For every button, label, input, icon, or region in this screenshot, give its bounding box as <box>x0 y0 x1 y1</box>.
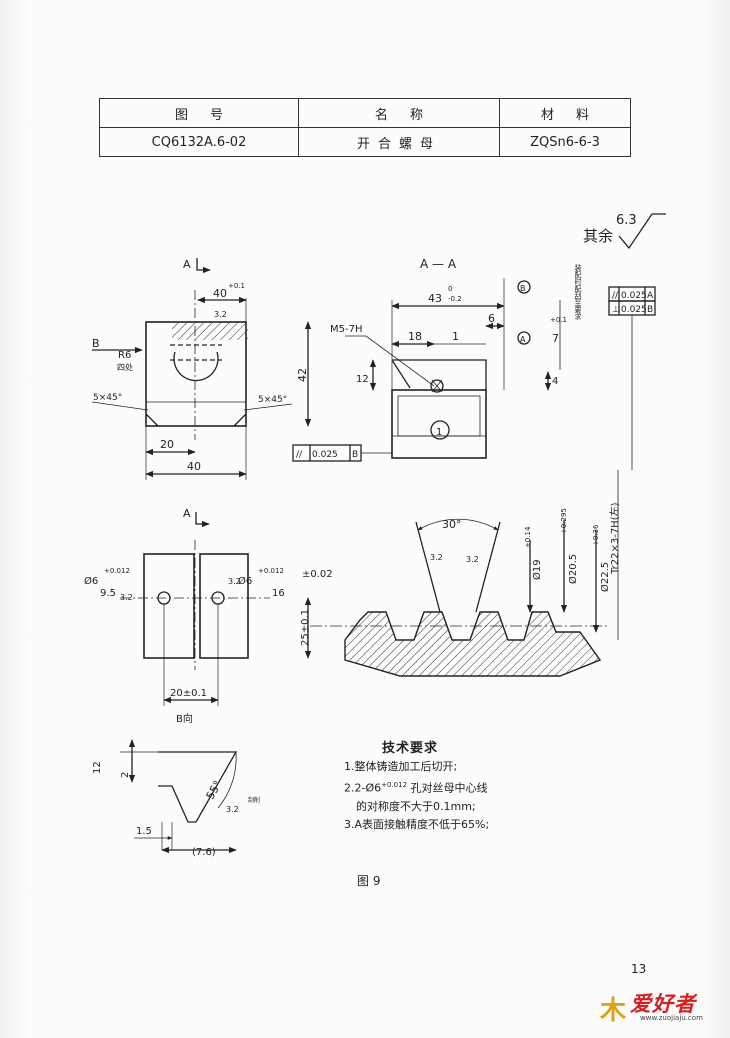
dim-12: 12 <box>356 374 369 385</box>
dim-40-bottom: 40 <box>187 460 201 473</box>
arrow-b-label: B <box>92 337 100 350</box>
dim-7: 7 <box>552 332 559 345</box>
thread-surf-left: 3.2 <box>430 553 443 562</box>
b-direction-view: A Ø6 +0.012 9.5 3.2 Ø6 +0.012 ±0.02 16 3… <box>84 507 333 725</box>
circle-1-label: 1 <box>436 427 442 438</box>
groove-detail: 12 2 55° 3.2 刮削 1.5 (7.6) <box>92 739 260 858</box>
tech-line-2-tol: +0.012 <box>381 781 408 789</box>
dia-225-tol: +0.36 <box>592 524 600 546</box>
groove-surf: 3.2 <box>226 805 239 814</box>
thread-profile: 30° 3.2 3.2 Ø19 +0.14 Ø20.5 +0.295 Ø22.5… <box>310 508 611 677</box>
hole-sink: 9.5 <box>100 588 116 599</box>
dia-225: Ø22.5 <box>599 562 611 592</box>
page-number: 13 <box>631 962 647 976</box>
thread-surf-right: 3.2 <box>466 555 479 564</box>
dim-40-tol: +0.1 <box>228 282 245 290</box>
groove-cut-note: 刮削 <box>248 796 260 804</box>
value-drawing-no: CQ6132A.6-02 <box>99 127 299 157</box>
dia-205: Ø20.5 <box>567 554 579 584</box>
tol-perp-right: 0.025 <box>621 305 647 315</box>
hole-left-dia: Ø6 <box>84 575 98 587</box>
front-surf32: 3.2 <box>214 310 227 319</box>
dim-43-tol-up: 0 <box>448 285 452 293</box>
dim-7-note: 装配时配刮至要求 <box>574 263 582 320</box>
dia-19-tol: +0.14 <box>524 526 532 548</box>
datum-a-circle: A <box>520 335 526 344</box>
surface-finish-symbol-icon: 6.3 <box>616 213 666 250</box>
hole-left-surf: 3.2 <box>120 593 133 602</box>
thread-m5-label: M5-7H <box>330 324 362 335</box>
view-b-label: B向 <box>176 712 193 725</box>
dim-25: 25±0.1 <box>300 609 311 646</box>
surface-finish-label: 其余 <box>583 227 614 245</box>
hole-16: 16 <box>272 588 285 599</box>
section-a-mid: A <box>183 507 191 520</box>
header-name: 名称 <box>298 98 500 128</box>
groove-15: 1.5 <box>136 826 152 837</box>
datum-b-circle: B <box>520 284 526 293</box>
thread-tr-label: Tr22×3-7H(左) <box>608 502 621 575</box>
dim-1: 1 <box>452 330 459 343</box>
tech-line-2a: 2.2-Ø6 <box>344 781 382 795</box>
section-a-top: A <box>183 258 191 271</box>
dim-20-01: 20±0.1 <box>170 688 207 699</box>
svg-text://: // <box>612 291 619 301</box>
dia-19: Ø19 <box>531 559 543 580</box>
logo-url: www.zuojiaju.com <box>640 1014 703 1022</box>
logo-brand: 爱好者 <box>630 992 696 1016</box>
value-material: ZQSn6-6-3 <box>499 127 631 157</box>
dim-18: 18 <box>408 330 422 343</box>
hole-left-tol: +0.012 <box>104 567 130 575</box>
tol-datum-b: B <box>647 305 653 315</box>
chamfer-left: 5×45° <box>93 393 122 403</box>
tech-line-4: 3.A表面接触精度不低于65%; <box>344 817 490 831</box>
tech-line-2b: 孔对丝母中心线 <box>410 781 488 795</box>
hole-right-tol: +0.012 <box>258 567 284 575</box>
dim-42: 42 <box>296 368 309 382</box>
title-block: 图号 名称 材料 CQ6132A.6-02 开合螺母 ZQSn6-6-3 <box>99 98 631 157</box>
tech-heading: 技术要求 <box>382 741 439 756</box>
chamfer-right: 5×45° <box>258 395 287 405</box>
dim-7-tol: +0.1 <box>550 316 567 324</box>
dim-40-top: 40 <box>213 287 227 300</box>
groove-76: (7.6) <box>192 847 216 858</box>
tol-left-datum: B <box>352 450 358 460</box>
header-drawing-no: 图号 <box>99 98 299 128</box>
section-aa-label: A — A <box>420 257 457 271</box>
surface-finish-value: 6.3 <box>616 213 637 228</box>
hole-right-dia: Ø6 <box>238 575 252 587</box>
tech-line-3: 的对称度不大于0.1mm; <box>356 799 476 813</box>
surface-finish-note: 其余 <box>583 225 613 246</box>
tech-line-2: 2.2-Ø6+0.012 孔对丝母中心线 <box>344 776 594 798</box>
figure-caption: 图 9 <box>357 874 381 888</box>
section-aa-view: A — A 1 43 0 -0.2 18 1 <box>292 257 656 640</box>
groove-2: 2 <box>120 772 131 778</box>
logo-mark-icon: 木 <box>600 996 627 1026</box>
svg-text:⊥: ⊥ <box>612 305 620 315</box>
groove-55: 55° <box>204 778 225 801</box>
front-view: A 40 +0.1 3.2 42 B R6 四处 5×45° 5×45° <box>91 258 312 480</box>
radius-label: R6 <box>118 350 131 361</box>
angle-30: 30° <box>442 518 462 531</box>
groove-12: 12 <box>92 761 103 774</box>
watermark-logo: 木 爱好者 www.zuojiaju.com <box>600 988 724 1026</box>
tol-datum-a: A <box>647 291 654 301</box>
dim-43-tol-down: -0.2 <box>448 295 462 303</box>
dia-205-tol: +0.295 <box>560 508 568 534</box>
technical-requirements: 技术要求 1.整体铸造加工后切开; 2.2-Ø6+0.012 孔对丝母中心线 的… <box>344 740 594 834</box>
hole-right-surf: 3.2 <box>228 577 241 586</box>
tol-parallel-left: 0.025 <box>312 450 338 460</box>
dim-43: 43 <box>428 292 442 305</box>
dim-4: 4 <box>552 376 558 387</box>
hole-pos-tol: ±0.02 <box>302 569 333 580</box>
dim-20: 20 <box>160 438 174 451</box>
tol-parallel-right: 0.025 <box>621 291 647 301</box>
svg-text://: // <box>296 450 303 460</box>
tech-line-1: 1.整体铸造加工后切开; <box>344 760 458 773</box>
radius-note: 四处 <box>117 362 133 372</box>
dim-6: 6 <box>488 312 495 325</box>
